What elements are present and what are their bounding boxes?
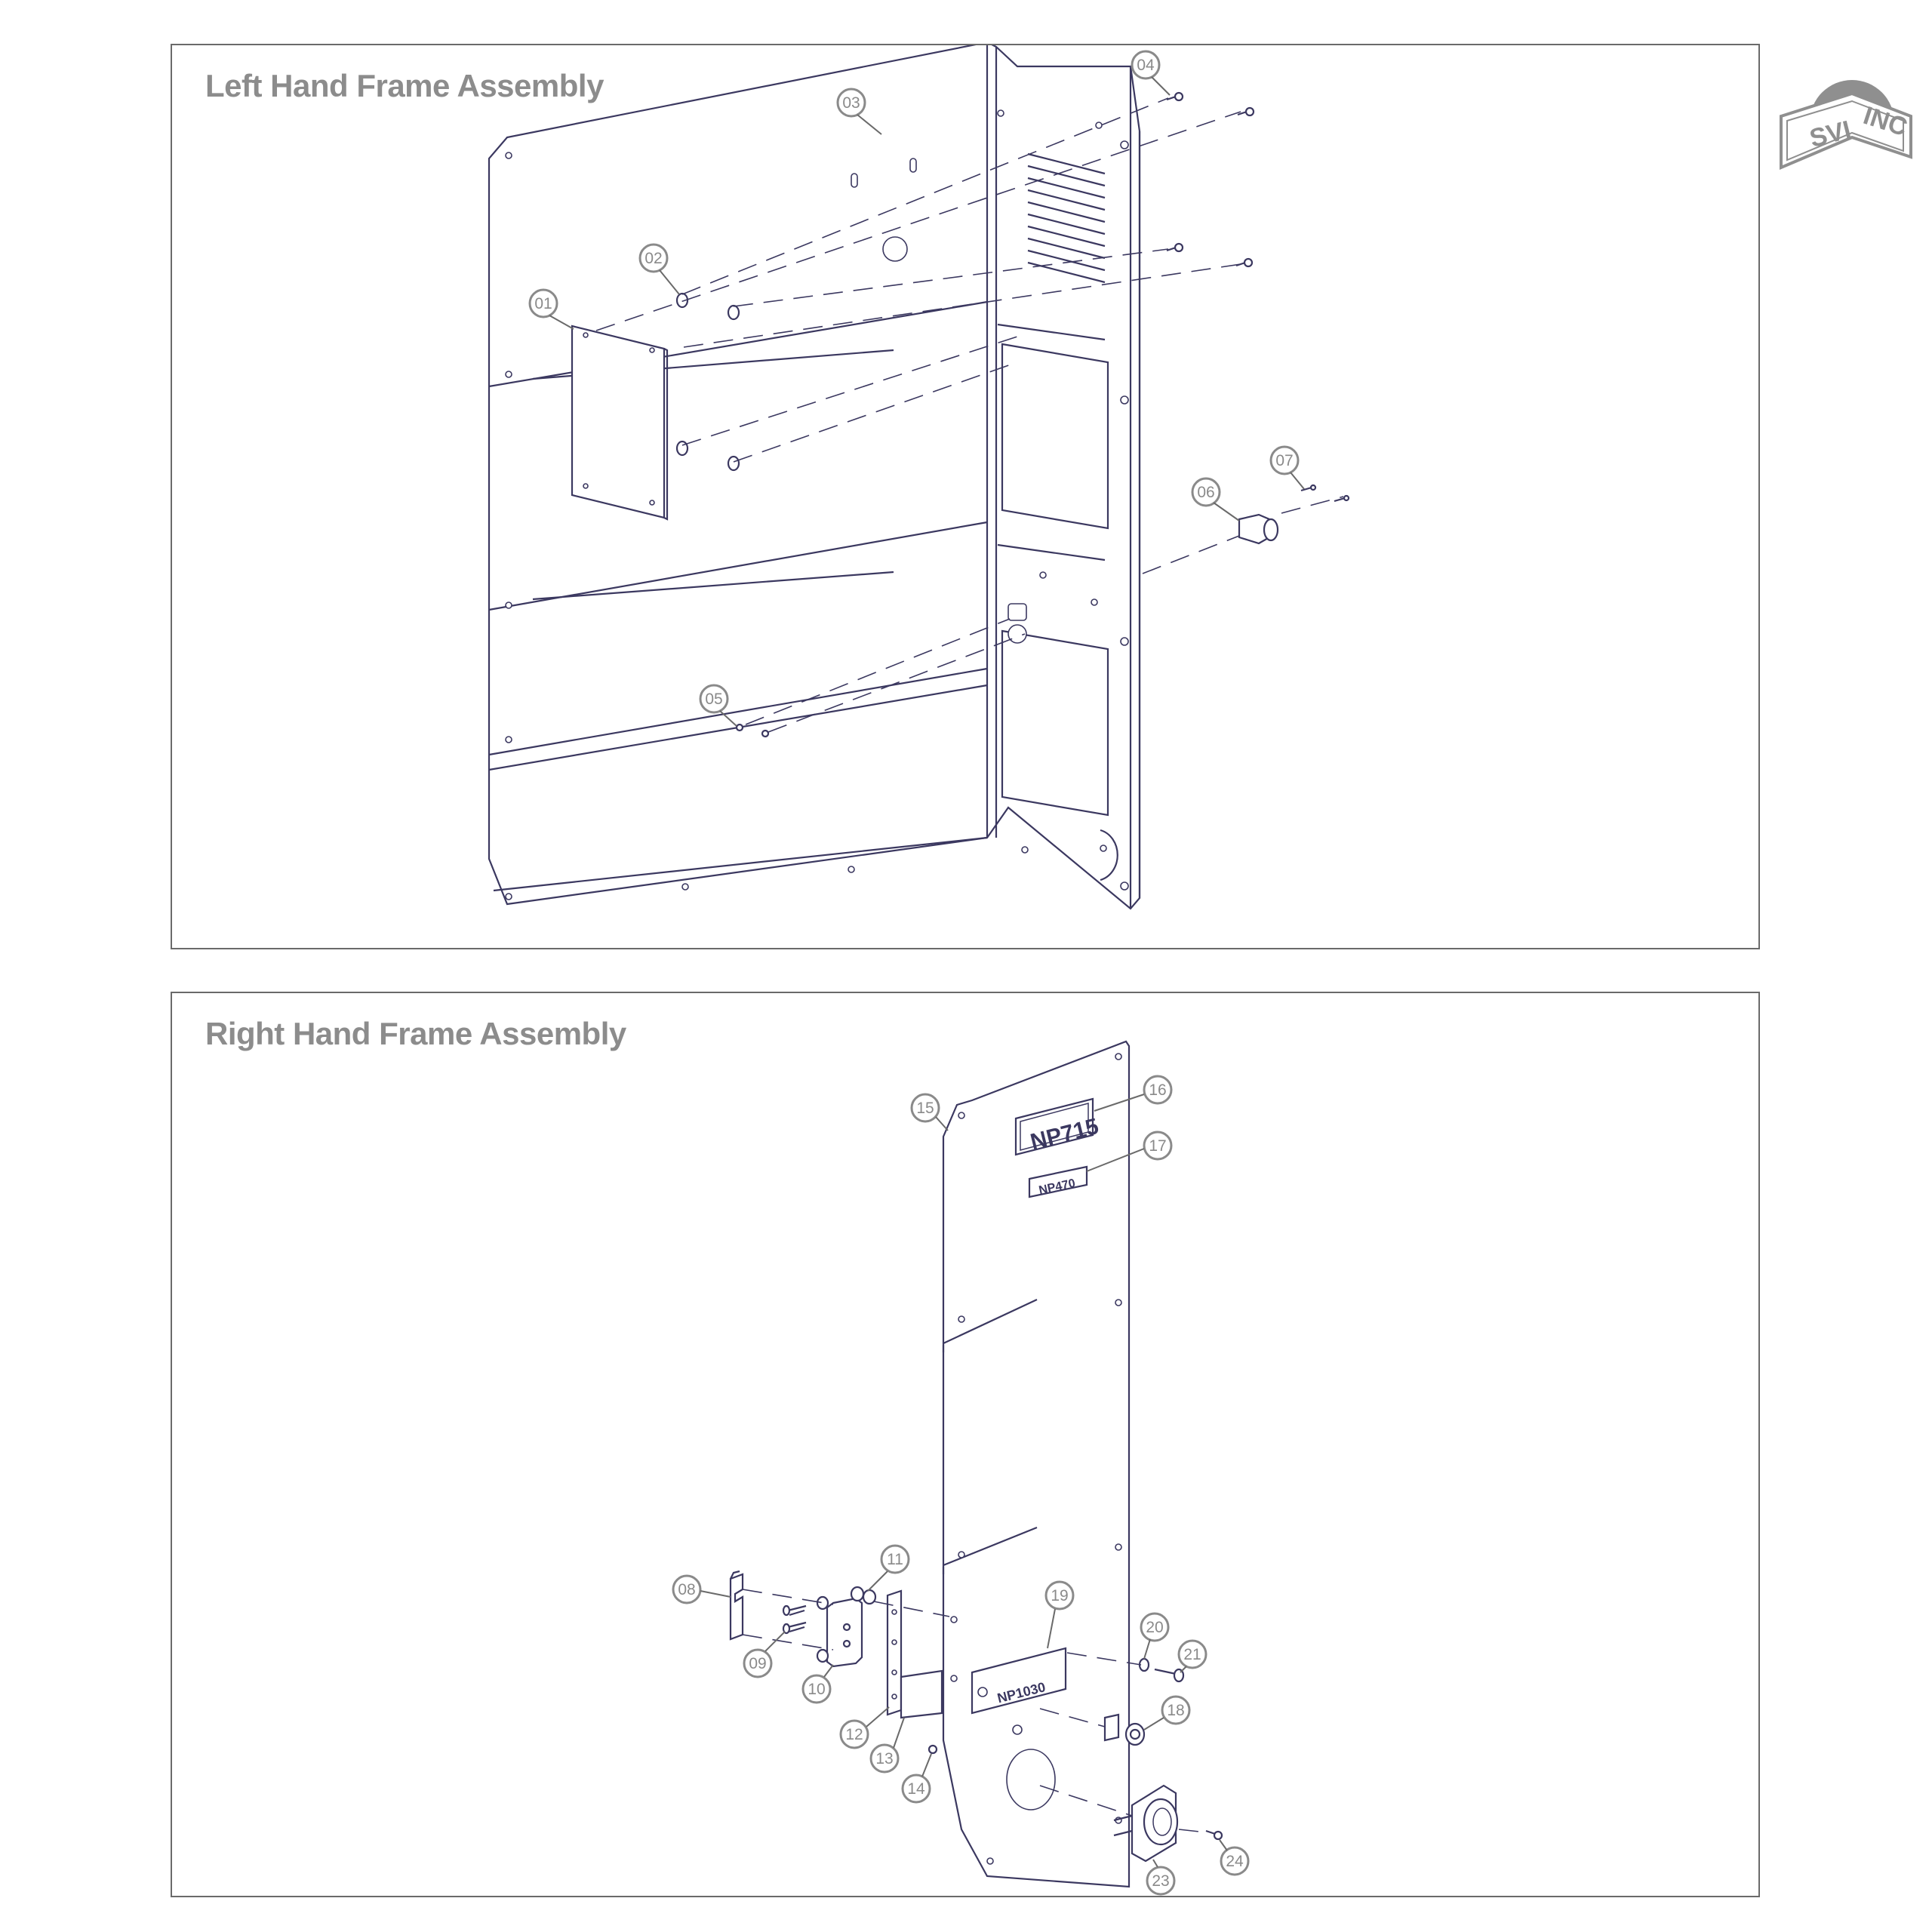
screw-14 [928, 1744, 938, 1755]
svg-text:06: 06 [1197, 484, 1214, 501]
screws-04 [1166, 91, 1255, 268]
callout-12: 12 [839, 1719, 869, 1749]
svg-text:15: 15 [916, 1100, 934, 1117]
svg-text:20: 20 [1146, 1619, 1163, 1636]
callout-05: 05 [699, 684, 729, 714]
callout-15: 15 [910, 1093, 940, 1123]
svg-text:17: 17 [1149, 1137, 1166, 1155]
callout-02: 02 [638, 243, 669, 273]
callout-13: 13 [869, 1743, 900, 1774]
bolt-21 [1154, 1668, 1185, 1683]
fuse-08 [729, 1570, 744, 1641]
assembly-lines-left [595, 97, 1344, 733]
callout-07: 07 [1269, 445, 1300, 475]
left-hand-frame-panel: Left Hand Frame Assembly [171, 44, 1760, 949]
callout-19: 19 [1044, 1580, 1075, 1611]
screws-07 [1300, 484, 1350, 503]
callout-08: 08 [672, 1574, 702, 1604]
callout-24: 24 [1220, 1846, 1250, 1876]
callout-10: 10 [801, 1674, 832, 1704]
svg-text:07: 07 [1275, 452, 1293, 469]
callout-23: 23 [1146, 1866, 1176, 1896]
callouts-left: 01 02 03 04 05 06 07 [528, 50, 1305, 727]
panel-title: Left Hand Frame Assembly [205, 68, 604, 103]
svg-text:10: 10 [808, 1681, 825, 1698]
callout-03: 03 [836, 88, 866, 118]
left-frame-diagram: 01 02 03 04 05 06 07 [488, 45, 1350, 910]
callout-18: 18 [1161, 1695, 1191, 1725]
callout-14: 14 [901, 1774, 931, 1804]
svg-text:24: 24 [1226, 1853, 1244, 1870]
component-10 [816, 1595, 863, 1668]
callout-06: 06 [1191, 477, 1221, 507]
screws-05 [735, 723, 770, 738]
svg-text:19: 19 [1051, 1587, 1068, 1604]
screw-24 [1205, 1829, 1223, 1841]
studs-09 [782, 1604, 807, 1635]
svg-text:14: 14 [907, 1780, 925, 1798]
switch-18 [1103, 1713, 1146, 1746]
svg-text:01: 01 [534, 295, 552, 312]
callout-11: 11 [880, 1544, 910, 1574]
svg-text:21: 21 [1183, 1646, 1201, 1663]
svg-text:05: 05 [705, 691, 722, 708]
nuts-02 [675, 292, 740, 472]
callout-01: 01 [528, 288, 558, 318]
assembly-lines-right [742, 1589, 1207, 1833]
right-frame-diagram: NP715 NP470 NP1030 [672, 1040, 1250, 1896]
bracket-12-13 [886, 1589, 943, 1719]
callout-20: 20 [1140, 1612, 1170, 1642]
svg-text:09: 09 [749, 1655, 766, 1672]
svg-text:02: 02 [645, 250, 662, 267]
connector-23 [1113, 1784, 1179, 1863]
callout-09: 09 [743, 1648, 773, 1678]
callouts-right: 08 09 10 11 12 13 14 15 16 17 18 19 20 [672, 1075, 1250, 1896]
svg-text:12: 12 [845, 1726, 863, 1743]
callout-21: 21 [1177, 1639, 1208, 1669]
svg-text:16: 16 [1149, 1081, 1166, 1099]
cover-plate-01 [571, 325, 669, 521]
svg-text:18: 18 [1167, 1702, 1184, 1719]
svg-text:13: 13 [875, 1750, 893, 1767]
component-06 [1238, 513, 1279, 545]
callout-04: 04 [1131, 50, 1161, 80]
panel-title: Right Hand Frame Assembly [205, 1016, 626, 1051]
nameplate-17: NP470 [1028, 1165, 1088, 1198]
nameplate-16: NP715 [1014, 1097, 1101, 1156]
frame-plate-15 [942, 1040, 1131, 1888]
svg-text:23: 23 [1152, 1872, 1169, 1890]
svg-text:04: 04 [1137, 57, 1155, 74]
callout-17: 17 [1143, 1131, 1173, 1161]
callout-16: 16 [1143, 1075, 1173, 1105]
svi-inc-logo: SVI INC [1777, 66, 1915, 180]
right-hand-frame-panel: Right Hand Frame Assembly NP715 N [171, 992, 1760, 1897]
svg-text:08: 08 [678, 1581, 695, 1598]
svg-text:11: 11 [887, 1551, 903, 1568]
svg-text:03: 03 [842, 94, 860, 112]
